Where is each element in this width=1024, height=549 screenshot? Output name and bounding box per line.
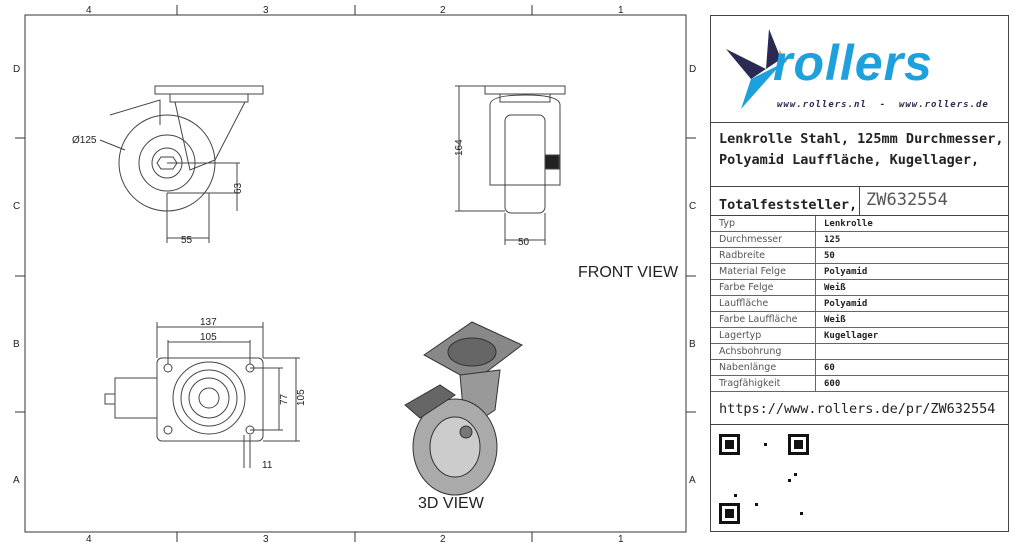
col-label-4: 4 xyxy=(86,5,92,16)
iso-view xyxy=(404,321,523,496)
col-label-2: 2 xyxy=(440,5,446,16)
row-label-d-right: D xyxy=(689,64,697,75)
spec-value: Weiß xyxy=(815,311,1008,328)
row-label-c: C xyxy=(13,201,21,212)
spec-value: Weiß xyxy=(815,279,1008,296)
col-label-1-bottom: 1 xyxy=(618,534,624,545)
bird-logo-icon xyxy=(726,29,787,109)
title-line-3: Totalfeststeller, xyxy=(719,197,858,213)
col-label-3: 3 xyxy=(263,5,269,16)
spec-value: Kugellager xyxy=(815,327,1008,344)
row-label-d: D xyxy=(13,64,21,75)
title-row-2: Totalfeststeller, ZW632554 xyxy=(711,187,1008,216)
product-url[interactable]: https://www.rollers.de/pr/ZW632554 xyxy=(711,392,1008,425)
spec-value: 600 xyxy=(815,375,1008,392)
iso-view-label: 3D VIEW xyxy=(418,495,484,512)
title-block: rollers www.rollers.nl - www.rollers.de … xyxy=(710,15,1009,532)
dim-164: 164 xyxy=(454,139,465,156)
dim-55: 55 xyxy=(181,235,193,246)
spec-key: Typ xyxy=(711,216,816,232)
front-view xyxy=(455,85,566,245)
spec-value: Lenkrolle xyxy=(815,216,1008,232)
spec-key: Durchmesser xyxy=(711,231,816,248)
spec-value: 50 xyxy=(815,247,1008,264)
dim-77: 77 xyxy=(279,393,290,405)
dim-105-top: 105 xyxy=(200,332,217,343)
row-label-b-right: B xyxy=(689,339,696,350)
row-label-c-right: C xyxy=(689,201,697,212)
qr-code-icon xyxy=(719,434,809,524)
spec-key: Achsbohrung xyxy=(711,343,816,360)
logo-urls: www.rollers.nl - www.rollers.de xyxy=(777,100,989,110)
dim-137: 137 xyxy=(200,317,217,328)
dim-11: 11 xyxy=(262,460,273,471)
spec-key: Farbe Lauffläche xyxy=(711,311,816,328)
dim-63: 63 xyxy=(233,182,244,194)
spec-key: Radbreite xyxy=(711,247,816,264)
spec-key: Tragfähigkeit xyxy=(711,375,816,392)
spec-row: Achsbohrung xyxy=(711,343,1008,360)
col-label-4-bottom: 4 xyxy=(86,534,92,545)
row-label-a-right: A xyxy=(689,475,696,486)
front-view-label: FRONT VIEW xyxy=(578,264,679,281)
product-title: Lenkrolle Stahl, 125mm Durchmesser, Poly… xyxy=(711,123,1008,187)
logo-wordmark: rollers xyxy=(773,35,933,91)
dim-50: 50 xyxy=(518,237,530,248)
spec-value xyxy=(815,343,1008,360)
top-view xyxy=(104,322,300,468)
spec-key: Farbe Felge xyxy=(711,279,816,296)
spec-value: 60 xyxy=(815,359,1008,376)
title-line-1: Lenkrolle Stahl, 125mm Durchmesser, xyxy=(719,131,1004,147)
col-label-1: 1 xyxy=(618,5,624,16)
spec-key: Nabenlänge xyxy=(711,359,816,376)
title-line-2: Polyamid Lauffläche, Kugellager, xyxy=(719,152,980,168)
side-view xyxy=(99,85,264,243)
spec-key: Material Felge xyxy=(711,263,816,280)
spec-key: Lagertyp xyxy=(711,327,816,344)
spec-key: Lauffläche xyxy=(711,295,816,312)
spec-value: Polyamid xyxy=(815,263,1008,280)
logo: rollers www.rollers.nl - www.rollers.de xyxy=(711,16,1008,123)
spec-value: Polyamid xyxy=(815,295,1008,312)
article-number: ZW632554 xyxy=(859,187,948,215)
dim-105-side: 105 xyxy=(296,389,307,406)
dim-diameter: Ø125 xyxy=(72,135,97,146)
row-label-a: A xyxy=(13,475,20,486)
col-label-2-bottom: 2 xyxy=(440,534,446,545)
row-label-b: B xyxy=(13,339,20,350)
col-label-3-bottom: 3 xyxy=(263,534,269,545)
spec-value: 125 xyxy=(815,231,1008,248)
